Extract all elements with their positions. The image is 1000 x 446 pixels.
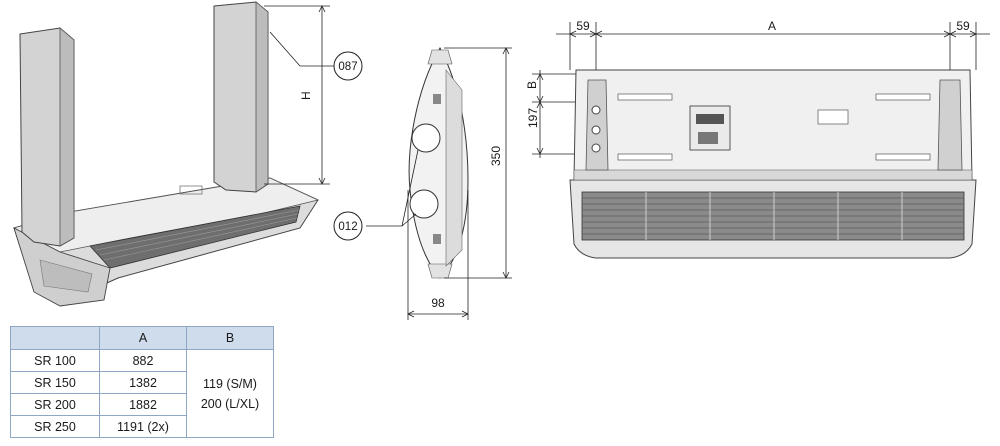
a-cell: 882 [99,349,187,372]
front-view: 59 A 59 B 197 [525,19,990,259]
a-cell: 1882 [99,393,187,416]
side-view: 012 350 98 [333,46,512,320]
table-row: SR 250 1191 (2x) [10,415,274,438]
dim-bracket: 197 [526,108,540,128]
dim-h: H [299,91,313,100]
model-cell: SR 250 [10,415,100,438]
table-header-a: A [99,326,187,350]
dim-side-right: 59 [956,19,970,33]
dim-b: B [525,81,539,89]
table-header-model [10,326,100,350]
b-cell: 119 (S/M) 200 (L/XL) [186,349,274,438]
table-row: SR 100 882 119 (S/M) 200 (L/XL) [10,349,274,438]
b-value-sm: 119 (S/M) [203,376,257,391]
model-cell: SR 100 [10,349,100,372]
model-cell: SR 200 [10,393,100,416]
model-cell: SR 150 [10,371,100,394]
a-cell: 1382 [99,371,187,394]
perspective-view: H 087 [12,1,363,307]
table-header-b: B [186,326,274,350]
unit-back-plate [573,69,973,181]
base-top [12,177,320,253]
dim-width: 98 [431,296,445,310]
dim-a: A [768,19,776,33]
b-value-lxl: 200 (L/XL) [200,396,260,411]
dimension-table: A B SR 100 882 119 (S/M) 200 (L/XL) SR 1… [10,326,274,438]
table-row: SR 200 1882 [10,393,274,416]
dim-depth: 350 [489,146,503,166]
callout-012: 012 [338,221,357,233]
grille [89,205,301,269]
callout-087: 087 [338,61,357,73]
dim-side-left: 59 [576,19,590,33]
callout-087-circle [333,51,363,81]
table-header-row: A B [10,326,274,350]
a-cell: 1191 (2x) [99,415,187,438]
